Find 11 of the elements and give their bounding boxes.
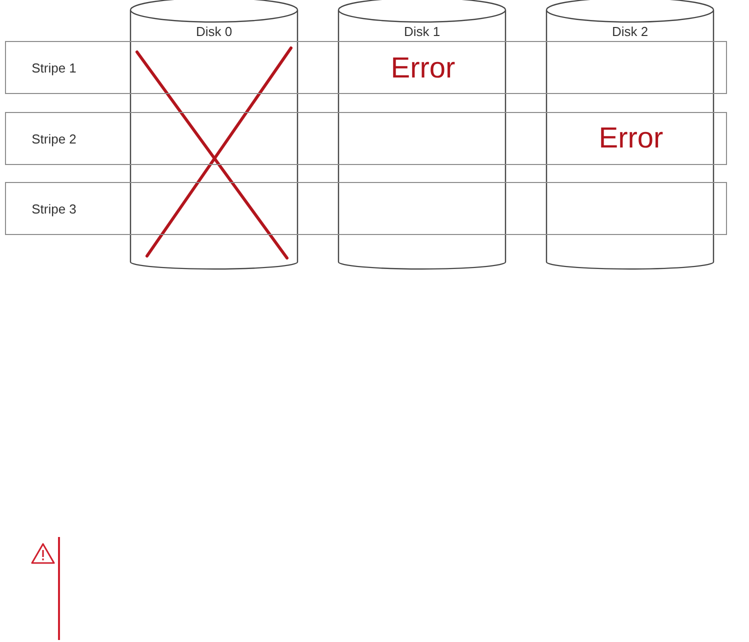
stripe-band (5, 112, 727, 165)
error-label: Error (390, 52, 456, 86)
stripe-band (5, 41, 727, 94)
error-label: Error (598, 122, 664, 156)
stripe-band (5, 182, 727, 235)
stripe-label: Stripe 2 (32, 131, 76, 146)
stripe-label: Stripe 3 (32, 201, 76, 216)
stripe-label: Stripe 1 (32, 60, 76, 75)
disk-label: Disk 2 (612, 24, 648, 39)
disk-label: Disk 1 (404, 24, 440, 39)
disk-label: Disk 0 (196, 24, 232, 39)
